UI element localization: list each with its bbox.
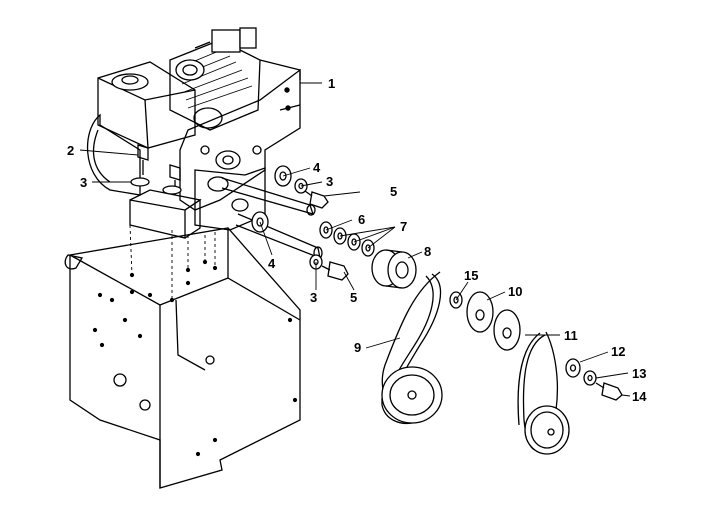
callout-13: 13: [632, 366, 646, 381]
engine: [86, 27, 301, 239]
callout-2: 2: [67, 143, 74, 158]
callout-1: 1: [328, 76, 335, 91]
leader-lines: [79, 82, 631, 397]
callout-14: 14: [632, 389, 647, 404]
callout-3-upper: 3: [326, 174, 333, 189]
belt-assembly-11: [517, 331, 570, 455]
callout-6: 6: [358, 212, 365, 227]
callout-5-upper: 5: [390, 184, 397, 199]
belt-assembly-9: [381, 271, 443, 425]
callout-5-lower: 5: [350, 290, 357, 305]
disks-10-15: [449, 291, 521, 351]
callout-labels: 1 2 3 3 3 4 4 5 5 6 7 8 9 10 11 12 13 14…: [67, 76, 647, 404]
callout-4-upper: 4: [313, 160, 321, 175]
callout-15: 15: [464, 268, 478, 283]
callout-3-left: 3: [80, 175, 87, 190]
callout-10: 10: [508, 284, 522, 299]
callout-12: 12: [611, 344, 625, 359]
callout-7: 7: [400, 219, 407, 234]
callout-3-lower: 3: [310, 290, 317, 305]
callout-9: 9: [354, 340, 361, 355]
callout-4-lower: 4: [268, 256, 276, 271]
frame-housing: [64, 224, 301, 489]
shafts: [221, 177, 323, 260]
hardware-12-14: [565, 358, 623, 401]
callout-8: 8: [424, 244, 431, 259]
callout-11: 11: [564, 328, 578, 343]
drive-pulley: [371, 249, 417, 289]
